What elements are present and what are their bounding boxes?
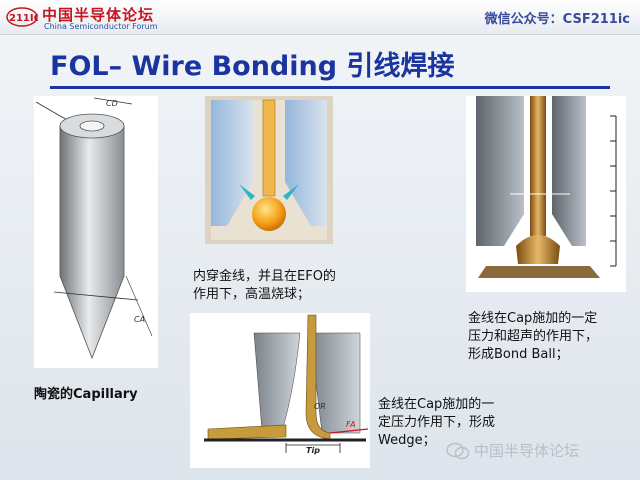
efo-ball-illustration	[205, 96, 333, 244]
wedge-illustration: Tip OR FA	[190, 313, 370, 468]
watermark-text: 中国半导体论坛	[474, 442, 580, 460]
title-underline	[50, 86, 610, 89]
header-bar: 211IC 中国半导体论坛 China Semiconductor Forum …	[0, 0, 640, 35]
wechat-account: 微信公众号：CSF211ic	[484, 12, 630, 27]
svg-text:211IC: 211IC	[9, 13, 38, 24]
fa-label: FA	[346, 420, 356, 429]
capillary-illustration: CD CA	[34, 96, 158, 368]
logo-english-text: China Semiconductor Forum	[44, 22, 158, 31]
bond-ball-illustration	[466, 96, 626, 292]
bond-ball-drawing	[466, 96, 626, 292]
forum-logo: 211IC 中国半导体论坛 China Semiconductor Forum	[6, 4, 256, 32]
logo-mark-icon: 211IC	[6, 7, 38, 27]
cap-side-label: CA	[134, 315, 145, 324]
bond-ball-caption: 金线在Cap施加的一定 压力和超声的作用下， 形成Bond Ball；	[468, 311, 599, 362]
efo-drawing	[211, 99, 327, 240]
capillary-caption: 陶瓷的Capillary	[34, 387, 138, 402]
capillary-drawing: CD CA	[35, 97, 153, 360]
wedge-caption: 金线在Cap施加的一 定压力作用下，形成 Wedge；	[378, 397, 496, 448]
wedge-drawing: Tip OR FA	[190, 313, 370, 468]
efo-caption: 内穿金线，并且在EFO的 作用下，高温烧球；	[193, 269, 336, 302]
slide-title: FOL– Wire Bonding 引线焊接	[50, 51, 455, 82]
wechat-icon	[446, 442, 470, 460]
cap-top-label: CD	[106, 99, 118, 108]
or-label: OR	[314, 402, 326, 411]
tip-label: Tip	[306, 446, 320, 455]
logo-chinese-text: 中国半导体论坛	[42, 6, 155, 24]
